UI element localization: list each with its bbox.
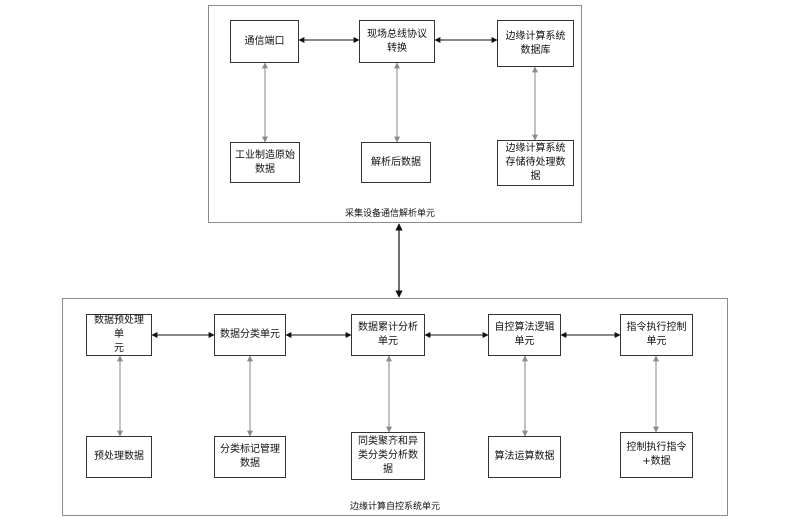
execution-data-node: 控制执行指令 +数据 — [620, 432, 693, 478]
edge-control-system-unit-frame — [62, 298, 728, 516]
raw-data-node: 工业制造原始 数据 — [230, 142, 300, 183]
preprocess-unit-node: 数据预处理单 元 — [86, 314, 152, 356]
fieldbus-protocol-node: 现场总线协议 转换 — [359, 20, 435, 63]
classify-unit-node: 数据分类单元 — [214, 314, 286, 356]
acquisition-parsing-unit-frame — [208, 5, 582, 223]
edge-control-system-unit-label: 边缘计算自控系统单元 — [350, 502, 441, 512]
preprocess-data-node: 预处理数据 — [86, 436, 152, 478]
comm-port-node: 通信端口 — [230, 20, 299, 63]
edge-database-node: 边缘计算系统 数据库 — [497, 20, 574, 67]
classify-data-node: 分类标记管理 数据 — [214, 436, 286, 478]
control-algorithm-unit-node: 自控算法逻辑 单元 — [488, 314, 561, 356]
edge-pending-data-node: 边缘计算系统 存储待处理数 据 — [497, 140, 574, 186]
accumulate-analysis-unit-node: 数据累计分析 单元 — [351, 314, 425, 356]
similar-analysis-data-node: 同类聚齐和异 类分类分析数 据 — [351, 432, 425, 480]
acquisition-parsing-unit-label: 采集设备通信解析单元 — [345, 209, 436, 219]
command-execution-unit-node: 指令执行控制 单元 — [620, 314, 693, 356]
algorithm-data-node: 算法运算数据 — [488, 436, 561, 478]
parsed-data-node: 解析后数据 — [361, 142, 431, 183]
